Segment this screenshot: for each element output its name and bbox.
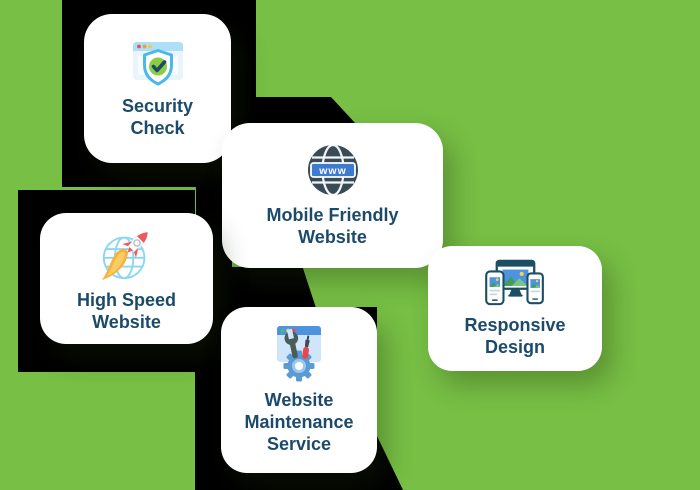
- mobile-friendly-globe-icon: www: [306, 143, 360, 197]
- shadow-block-top-wedge: [256, 97, 356, 124]
- card-title-security-check: Security Check: [121, 95, 194, 138]
- website-maintenance-icon: [270, 324, 328, 382]
- card-responsive-design: Responsive Design: [428, 246, 602, 371]
- card-title-mobile-friendly: Mobile Friendly Website: [266, 204, 399, 247]
- www-badge-text: www: [318, 164, 347, 176]
- card-security-check: Security Check: [84, 14, 231, 163]
- responsive-devices-icon: [484, 259, 546, 307]
- security-check-icon: [129, 38, 187, 88]
- card-high-speed-website: High Speed Website: [40, 213, 213, 344]
- card-title-responsive-design: Responsive Design: [464, 314, 566, 357]
- card-title-website-maintenance: Website Maintenance Service: [244, 390, 354, 454]
- shadow-block-mobile-bottom: [232, 267, 316, 308]
- card-website-maintenance-service: Website Maintenance Service: [221, 307, 377, 473]
- high-speed-rocket-icon: [95, 224, 159, 282]
- shadow-block-maintenance-wedge: [377, 436, 403, 490]
- card-mobile-friendly-website: www Mobile Friendly Website: [222, 123, 443, 268]
- card-title-high-speed: High Speed Website: [76, 289, 176, 332]
